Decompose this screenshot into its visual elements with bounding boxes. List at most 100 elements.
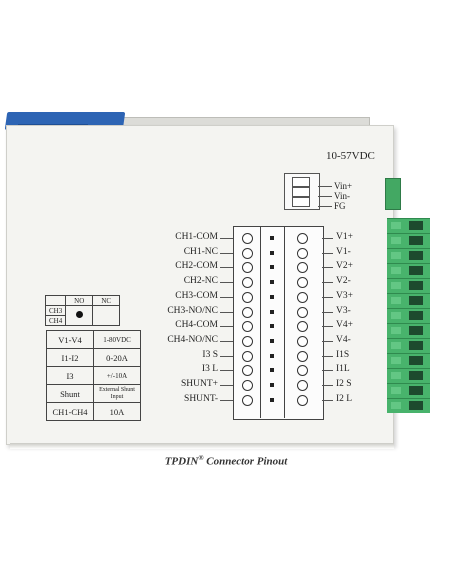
left-pin-lead <box>220 282 233 284</box>
terminal-screw-left <box>242 321 253 333</box>
power-pin-label: FG <box>334 201 346 211</box>
spec-param: I3 <box>46 366 94 385</box>
terminal-plug-segment <box>387 323 430 338</box>
terminal-divider <box>260 226 261 418</box>
spec-row: CH1-CH4 10A <box>46 402 141 421</box>
right-pin-lead <box>322 282 333 284</box>
device-shadow <box>10 443 394 449</box>
right-pin-label: V1- <box>336 246 351 257</box>
right-pin-label: V2+ <box>336 261 353 272</box>
voltage-rating: 10-57VDC <box>326 150 375 162</box>
terminal-screw-left <box>242 291 253 303</box>
cfg-empty-cell <box>92 305 121 326</box>
terminal-screw-right <box>297 380 308 391</box>
right-pin-label: V2- <box>336 276 351 287</box>
power-pin-lead <box>318 196 332 197</box>
right-pin-lead <box>322 267 333 269</box>
terminal-screw-right <box>297 277 308 289</box>
terminal-screw-right <box>297 350 308 362</box>
right-pin-lead <box>322 238 333 239</box>
left-pin-lead <box>220 252 233 254</box>
left-pin-lead <box>220 326 233 328</box>
power-pin-label: Vin+ <box>334 181 353 191</box>
spec-row: I1-I2 0-20A <box>46 348 141 367</box>
terminal-plug-segment <box>387 398 430 413</box>
cfg-header <box>44 295 67 306</box>
terminal-plug-segment <box>387 263 430 278</box>
cfg-header-nc: NC <box>92 295 121 306</box>
cfg-header-no: NO <box>65 295 94 306</box>
spec-param: I1-I2 <box>46 348 94 367</box>
spec-value: External Shunt Input <box>93 384 141 403</box>
right-pin-lead <box>322 326 333 328</box>
terminal-contact <box>270 368 274 373</box>
terminal-screw-left <box>242 233 253 244</box>
left-pin-label: CH4-COM <box>175 320 218 331</box>
left-pin-lead <box>220 296 233 298</box>
power-terminal-plug <box>385 178 401 210</box>
left-pin-label: I3 L <box>201 364 218 375</box>
right-pin-label: I1L <box>336 364 350 375</box>
right-pin-label: V4+ <box>336 320 353 331</box>
left-pin-label: CH2-COM <box>175 261 218 272</box>
terminal-contact <box>270 250 274 255</box>
terminal-contact <box>270 294 274 299</box>
terminal-plug-segment <box>387 353 430 368</box>
terminal-plug-segment <box>387 368 430 383</box>
terminal-screw-right <box>297 233 308 244</box>
terminal-screw-left <box>242 380 253 391</box>
left-pin-lead <box>220 267 233 269</box>
terminal-contact <box>270 309 274 314</box>
signal-terminal-plug <box>387 218 430 414</box>
left-pin-label: SHUNT- <box>184 393 218 404</box>
left-pin-label: CH3-NO/NC <box>167 305 218 316</box>
power-connector <box>284 173 320 210</box>
right-pin-label: V4- <box>336 334 351 345</box>
power-pin-lead <box>318 186 332 187</box>
spec-value: +/-10A <box>93 366 141 385</box>
terminal-plug-segment <box>387 293 430 308</box>
right-pin-lead <box>322 296 333 298</box>
terminal-screw-right <box>297 394 308 406</box>
right-pin-lead <box>322 399 333 401</box>
left-pin-label: SHUNT+ <box>180 379 218 389</box>
terminal-plug-segment <box>387 248 430 263</box>
left-pin-lead <box>220 399 233 401</box>
right-pin-label: I2 L <box>336 393 353 404</box>
terminal-contact <box>270 236 274 240</box>
terminal-screw-left <box>242 306 253 318</box>
terminal-screw-left <box>242 365 253 377</box>
terminal-screw-right <box>297 335 308 347</box>
right-pin-lead <box>322 370 333 372</box>
right-pin-lead <box>322 340 333 342</box>
left-pin-lead <box>220 238 233 239</box>
left-pin-lead <box>220 370 233 372</box>
left-pin-label: I3 S <box>202 349 218 360</box>
terminal-screw-right <box>297 365 308 377</box>
terminal-plug-segment <box>387 218 430 233</box>
spec-param: Shunt <box>46 384 94 403</box>
left-pin-label: CH4-NO/NC <box>167 334 218 345</box>
terminal-plug-segment <box>387 278 430 293</box>
terminal-screw-right <box>297 247 308 259</box>
right-pin-label: I2 S <box>336 379 352 389</box>
caption-text: Connector Pinout <box>203 455 288 468</box>
left-pin-lead <box>220 311 233 313</box>
power-pin-label: Vin- <box>334 191 350 201</box>
spec-table: V1-V4 1-80VDC I1-I2 0-20A I3 +/-10A Shun… <box>46 330 141 421</box>
right-pin-lead <box>322 385 333 386</box>
left-pin-lead <box>220 355 233 357</box>
relay-config-table: NO NC CH3 CH4 <box>44 295 121 326</box>
jumper-dot <box>75 311 83 318</box>
terminal-screw-left <box>242 394 253 406</box>
left-pin-label: CH2-NC <box>183 276 218 287</box>
terminal-contact <box>270 397 274 402</box>
terminal-divider <box>284 226 285 418</box>
cfg-row-ch3: CH3 <box>44 305 67 316</box>
spec-value: 10A <box>93 402 141 421</box>
jumper-dot-cell <box>65 305 93 326</box>
spec-row: I3 +/-10A <box>46 366 141 385</box>
terminal-screw-right <box>297 321 308 333</box>
terminal-screw-left <box>242 277 253 289</box>
terminal-contact <box>270 324 274 329</box>
